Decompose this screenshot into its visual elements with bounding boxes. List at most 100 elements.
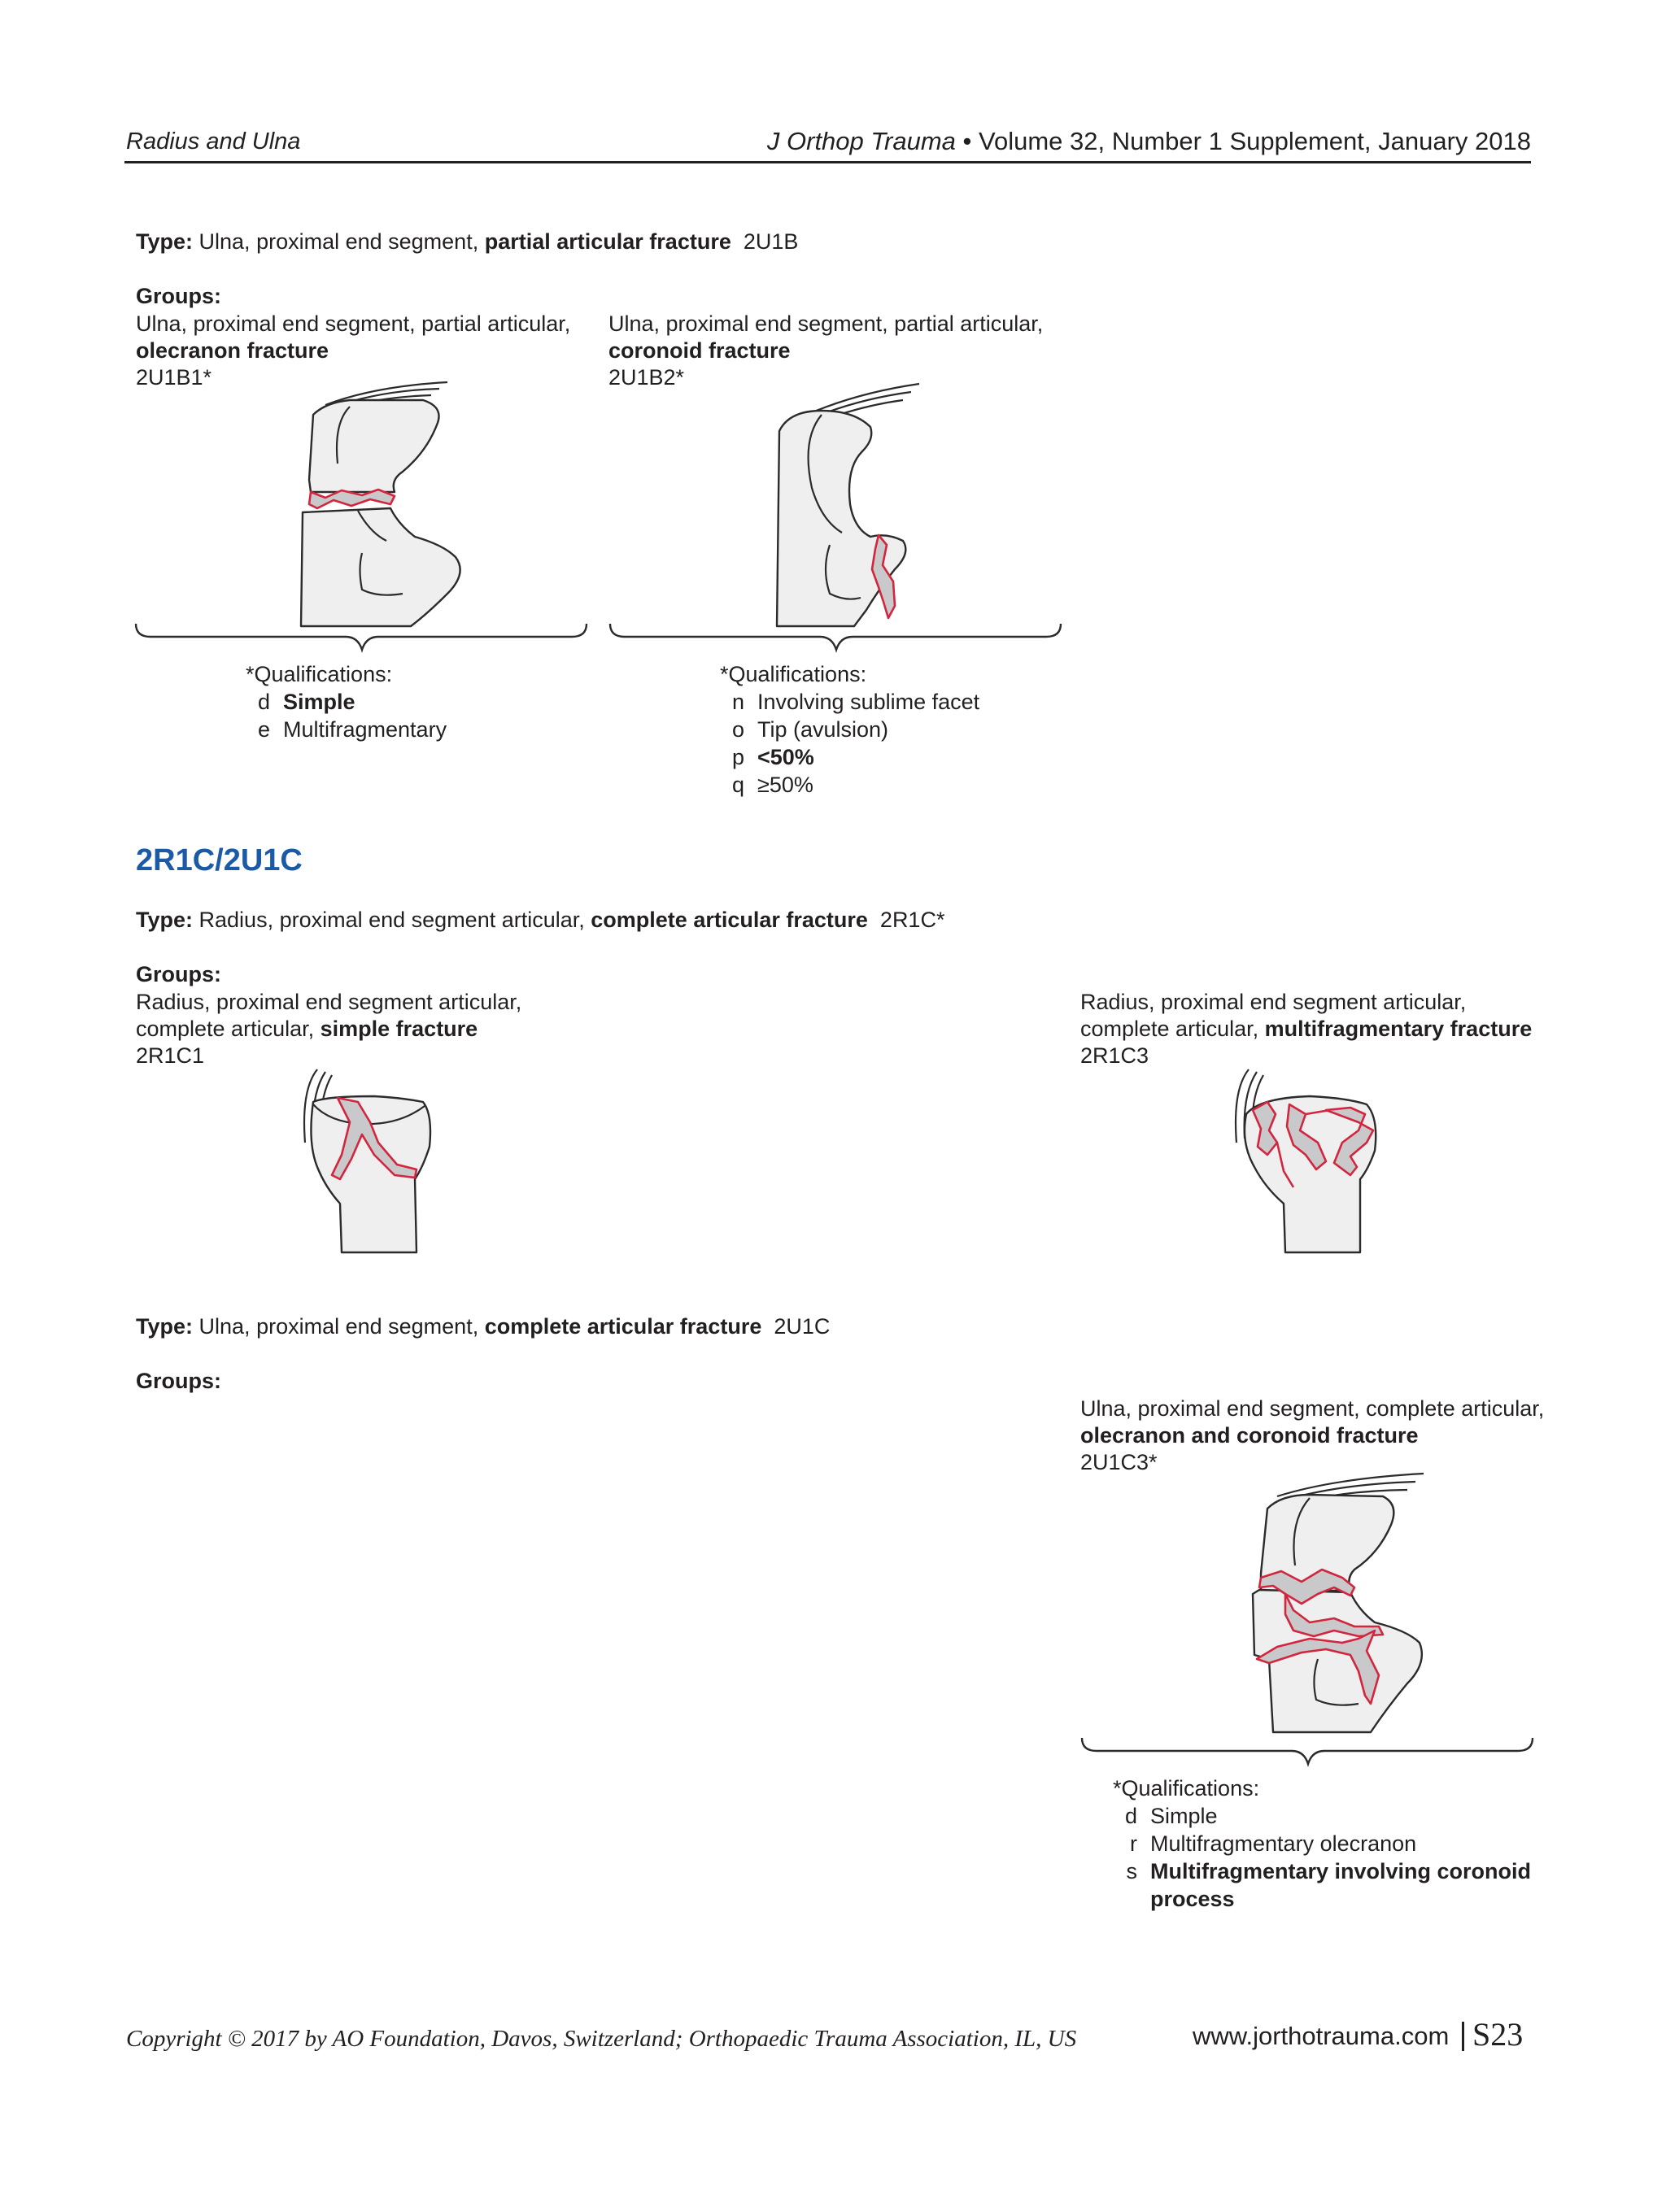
qual-title: *Qualifications: [720, 662, 867, 686]
qual-text: ≥50% [757, 773, 813, 797]
type-text: Radius, proximal end segment articular, [198, 908, 585, 932]
group-2u1c3-code: 2U1C3* [1080, 1450, 1158, 1474]
footer-separator [1462, 2022, 1464, 2051]
qual-title: *Qualifications: [246, 662, 393, 686]
section-title: 2R1C/2U1C [136, 843, 303, 877]
qual-letter: q [731, 773, 744, 797]
header-rule [124, 161, 1531, 163]
group-2r1c3-line1: Radius, proximal end segment articular, [1080, 990, 1467, 1014]
qual-letter: n [731, 690, 744, 714]
line2-text: complete articular, [136, 1017, 315, 1041]
figure-2u1b2-coronoid-fracture [775, 382, 920, 628]
qual-item-continuation: process [1113, 1885, 1531, 1913]
ulna-contour [357, 510, 403, 596]
qual-item: q ≥50% [720, 771, 979, 799]
group-2u1b1-line1: Ulna, proximal end segment, partial arti… [136, 311, 571, 336]
type-label: Type: [136, 908, 194, 932]
fracture-zone [330, 1096, 418, 1181]
page-number: S23 [1472, 2016, 1524, 2053]
type-text: Ulna, proximal end segment, [198, 229, 479, 254]
qual-letter: p [731, 745, 744, 769]
line2-bold: multifragmentary fracture [1264, 1017, 1533, 1041]
qual-item: d Simple [1113, 1802, 1531, 1830]
footer-website-link[interactable]: www.jorthotrauma.com [1193, 2022, 1450, 2050]
radial-head [1243, 1095, 1377, 1254]
running-header-section: Radius and Ulna [126, 128, 301, 155]
brace-2u1b1 [134, 623, 588, 654]
group-2r1c3-code: 2R1C3 [1080, 1043, 1149, 1068]
type-text: Ulna, proximal end segment, [198, 1314, 479, 1339]
type-bold: complete articular fracture [591, 908, 868, 932]
qual-letter: d [1124, 1804, 1137, 1828]
qual-item: s Multifragmentary involving coronoid [1113, 1857, 1532, 1885]
olecranon-fragment [307, 398, 440, 494]
coronoid-fracture-zone [1255, 1629, 1380, 1705]
fracture-zone [307, 488, 396, 510]
fracture-lines [1276, 1108, 1331, 1188]
qual-text: Multifragmentary olecranon [1150, 1831, 1417, 1856]
qual-text: Multifragmentary involving coronoid [1150, 1859, 1532, 1883]
group-2r1c3-line2: complete articular, multifragmentary fra… [1080, 1015, 1532, 1043]
group-2u1b2-bold: coronoid fracture [608, 338, 791, 363]
header-bullet: • [962, 127, 972, 155]
brace-2u1b2 [608, 623, 1062, 654]
group-2r1c1-code: 2R1C1 [136, 1043, 205, 1068]
type-bold: partial articular fracture [484, 229, 731, 254]
qual-letter: e [257, 717, 270, 742]
groups-label: Groups: [136, 1369, 221, 1393]
olecranon-contour [1293, 1497, 1311, 1566]
groups-label: Groups: [136, 284, 221, 308]
olecranon-contour [335, 406, 351, 464]
group-2u1b1-bold: olecranon fracture [136, 338, 329, 363]
group-2u1b1-code: 2U1B1* [136, 365, 212, 390]
qual-item: o Tip (avulsion) [720, 716, 979, 743]
group-2u1c3-line1: Ulna, proximal end segment, complete art… [1080, 1396, 1545, 1421]
ulna-shaft [299, 507, 461, 628]
olecranon-fracture-zone [1258, 1568, 1356, 1605]
figure-2u1c3-olecranon-coronoid-fracture [1251, 1472, 1424, 1734]
groups-label: Groups: [136, 962, 221, 986]
running-header-journal: J Orthop Trauma • Volume 32, Number 1 Su… [767, 127, 1531, 156]
type-code: 2R1C* [879, 908, 945, 932]
group-2r1c1-line1: Radius, proximal end segment articular, [136, 990, 522, 1014]
qual-title: *Qualifications: [1113, 1776, 1260, 1801]
journal-volume: Volume 32, Number 1 Supplement, January … [979, 127, 1531, 155]
coronoid-fracture [870, 533, 896, 620]
figure-2r1c1-simple-fracture [303, 1069, 432, 1254]
type-2u1c-line: Type: Ulna, proximal end segment, comple… [136, 1313, 830, 1340]
group-2u1b2-line1: Ulna, proximal end segment, partial arti… [608, 311, 1044, 336]
qual-letter: o [731, 717, 744, 742]
qual-text: <50% [757, 745, 814, 769]
qual-item: r Multifragmentary olecranon [1113, 1830, 1531, 1857]
figure-2u1b1-olecranon-fracture [299, 381, 461, 628]
footer-copyright: Copyright © 2017 by AO Foundation, Davos… [126, 2026, 1077, 2052]
qual-text: process [1150, 1887, 1235, 1911]
mid-fracture-zone [1284, 1592, 1385, 1638]
qual-item: n Involving sublime facet [720, 688, 979, 716]
type-bold: complete articular fracture [484, 1314, 762, 1339]
line2-bold: simple fracture [320, 1017, 478, 1041]
group-2r1c1-line2: complete articular, simple fracture [136, 1015, 478, 1043]
group-2u1c3-bold: olecranon and coronoid fracture [1080, 1423, 1419, 1448]
fracture-fragment-2 [1285, 1103, 1328, 1171]
brace-2u1c3 [1080, 1737, 1534, 1768]
qual-letter: s [1126, 1859, 1138, 1883]
ulna-contour [807, 414, 861, 600]
qual-text: Simple [283, 690, 355, 714]
type-code: 2U1B [743, 229, 799, 254]
radial-head [310, 1095, 432, 1254]
fracture-fragment-3 [1324, 1106, 1375, 1177]
qual-text: Simple [1150, 1804, 1218, 1828]
olecranon-fragment [1259, 1493, 1395, 1596]
type-label: Type: [136, 1314, 194, 1339]
qual-letter: r [1130, 1831, 1137, 1856]
figure-2r1c3-multifragmentary-fracture [1234, 1069, 1377, 1254]
type-label: Type: [136, 229, 194, 254]
journal-name: J Orthop Trauma [766, 127, 956, 155]
qual-text: Multifragmentary [283, 717, 447, 742]
qual-item: p <50% [720, 743, 979, 771]
qualifications-2u1b1: *Qualifications: d Simple e Multifragmen… [246, 660, 447, 743]
qualifications-2u1c3: *Qualifications: d Simple r Multifragmen… [1113, 1774, 1531, 1913]
qual-text: Tip (avulsion) [757, 717, 889, 742]
qual-item: d Simple [246, 688, 447, 716]
